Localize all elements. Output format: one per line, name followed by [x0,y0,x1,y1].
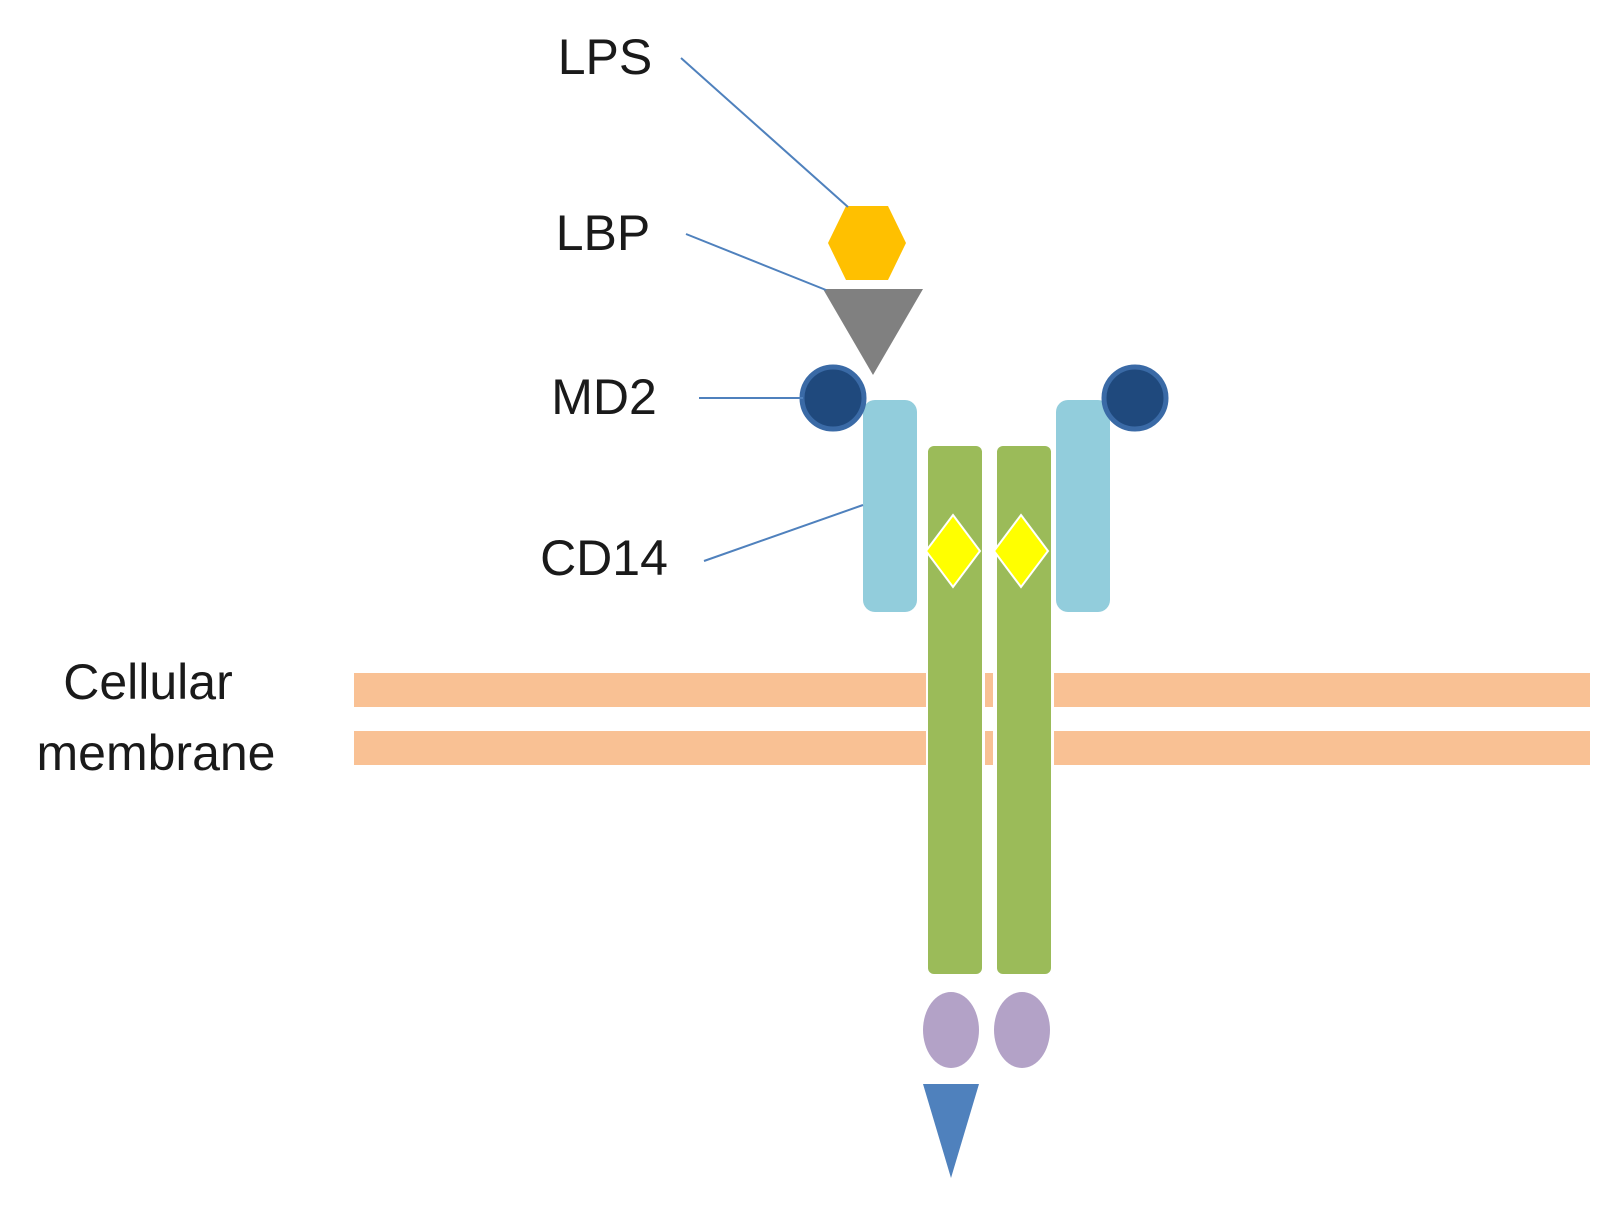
tir-left [923,992,979,1068]
lps-hexagon [828,206,906,280]
diamond-left [924,513,982,589]
membrane-inner-right [1054,731,1590,765]
label-lbp: LBP [556,205,651,261]
tir-domains [923,992,1050,1068]
lps-leader [680,57,849,208]
membrane-outer-gap [985,673,993,707]
membrane-inner-gap [985,731,993,765]
signal-arrow [923,1084,979,1178]
label-md2: MD2 [551,369,657,425]
tir-right [994,992,1050,1068]
cd14-leader [703,504,864,562]
receptor-binding-sites [924,513,1050,589]
membrane-inner-left [354,731,926,765]
tlr4-chain-left [928,446,982,974]
md2-proteins [799,364,1169,432]
cd14-left [863,400,917,612]
md2-left [799,364,867,432]
label-membrane-line2: membrane [37,725,276,781]
membrane-outer-left [354,673,926,707]
cd14-right [1056,400,1110,612]
label-cd14: CD14 [540,530,668,586]
label-membrane-line1: Cellular [63,654,233,710]
cellular-membrane [354,673,1590,765]
lbp-leader [685,233,827,291]
lbp-triangle [823,289,923,375]
cd14-proteins [863,400,1110,612]
membrane-outer-right [1054,673,1590,707]
md2-right [1101,364,1169,432]
diamond-right [992,513,1050,589]
text-labels: LPS LBP MD2 CD14 Cellular membrane [37,29,668,781]
leader-lines [680,57,864,562]
label-lps: LPS [558,29,653,85]
tlr4-receptor [928,446,1051,974]
tlr4-chain-right [997,446,1051,974]
